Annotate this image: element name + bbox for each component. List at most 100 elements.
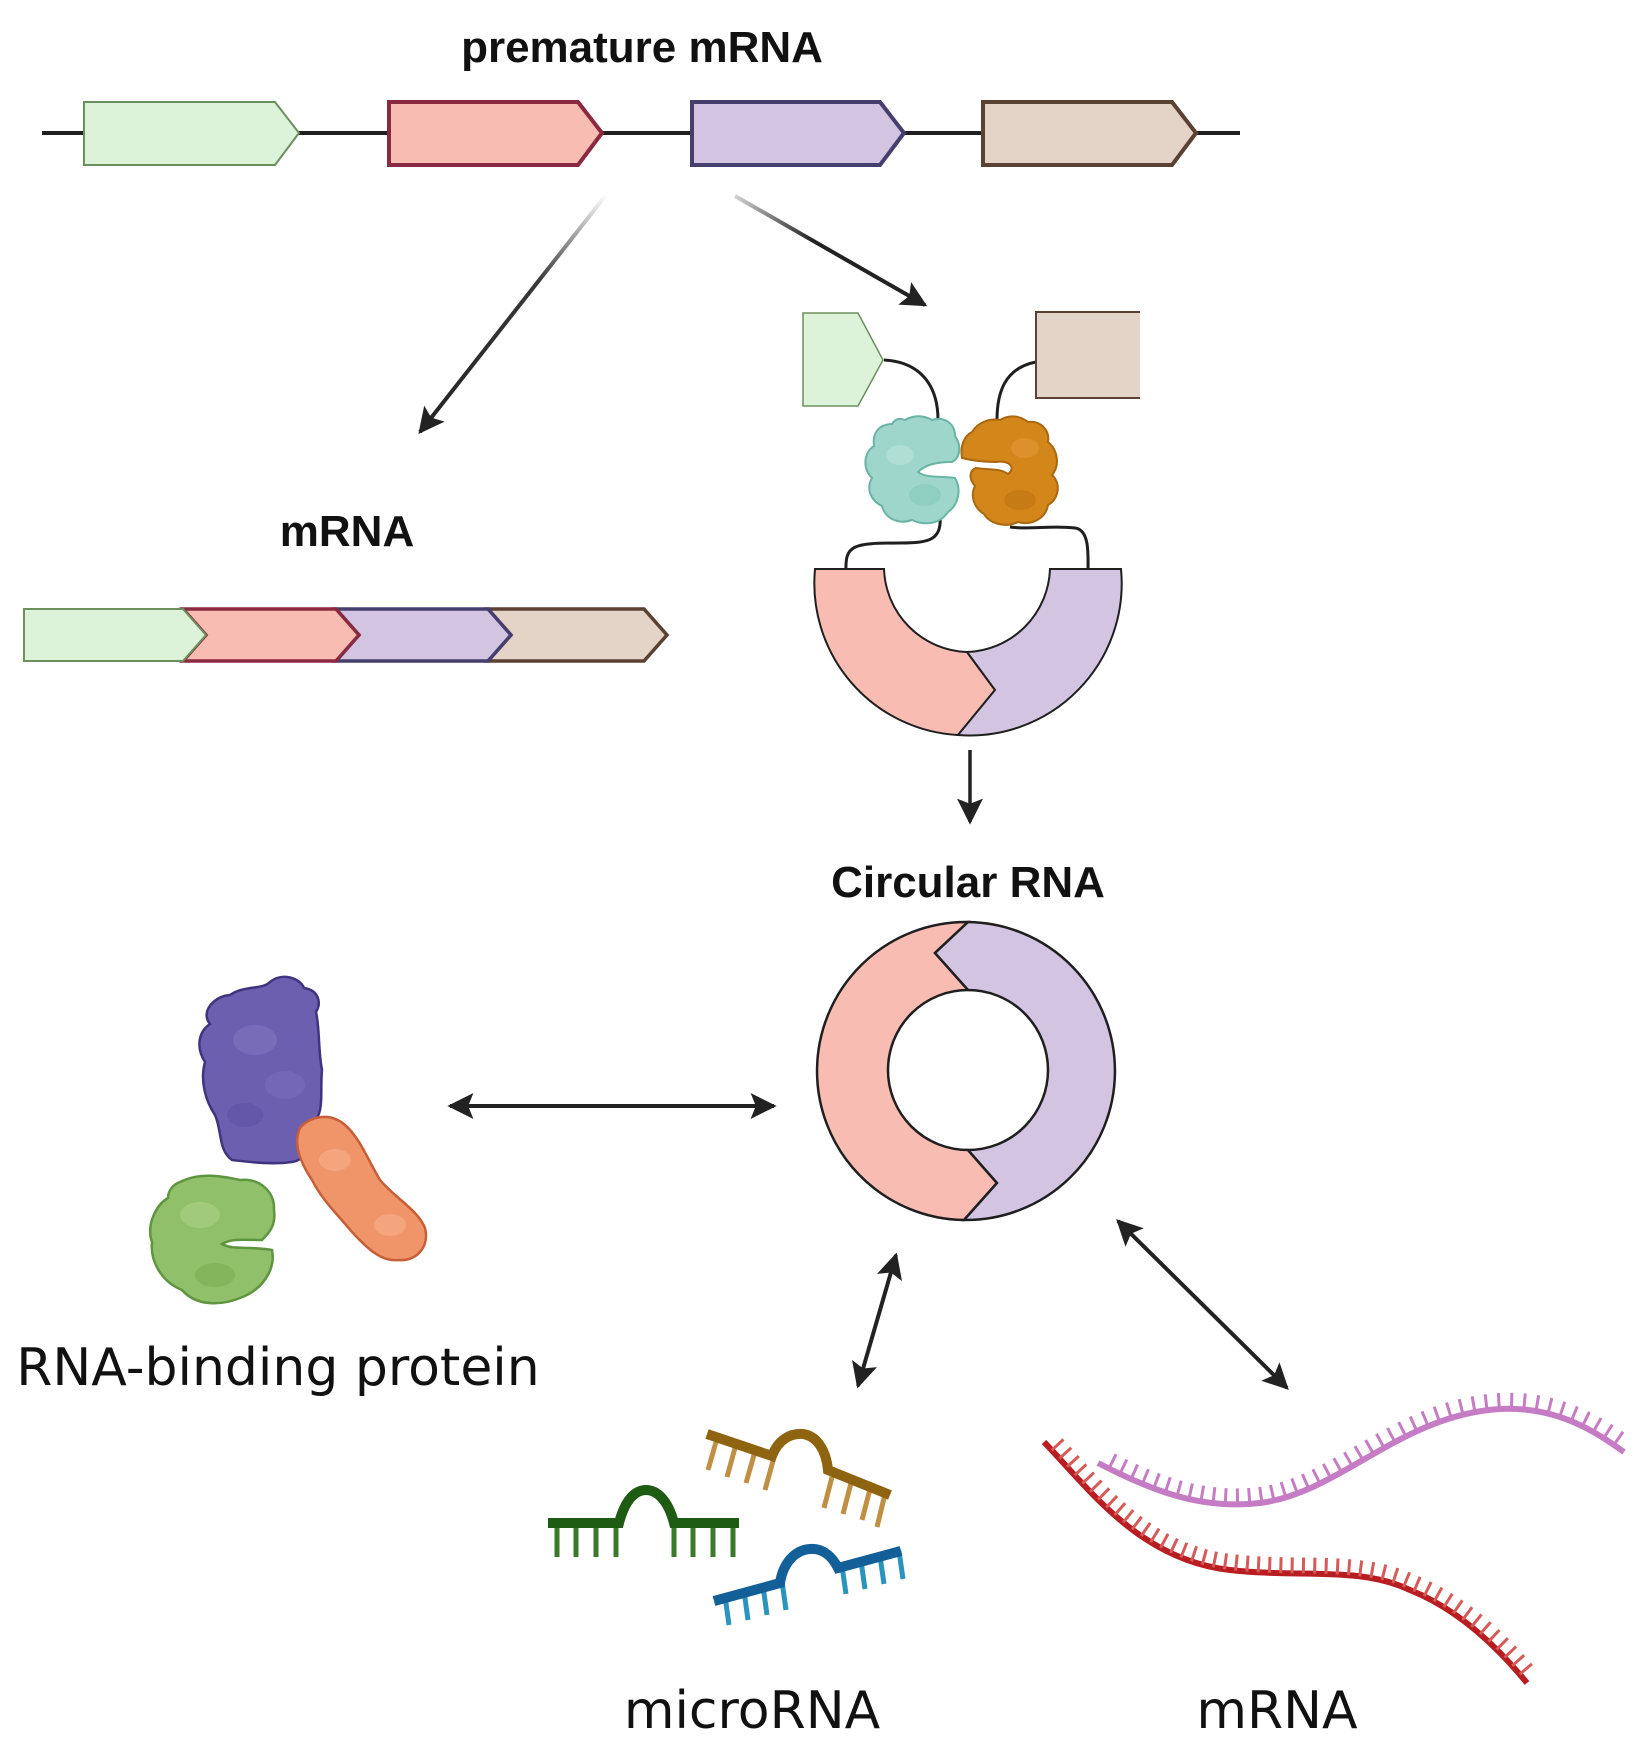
microrna-gold bbox=[705, 1428, 892, 1528]
nucleotide-tick bbox=[1346, 1559, 1352, 1576]
nucleotide-tick bbox=[1380, 1564, 1388, 1581]
splicing-protein-teal bbox=[864, 415, 961, 525]
nucleotide-tick bbox=[1223, 1488, 1228, 1505]
nucleotide-tick bbox=[1050, 1438, 1065, 1452]
mrna-strand-pink bbox=[1096, 1392, 1626, 1508]
nucleotide-tick bbox=[1089, 1479, 1103, 1493]
circular-rna bbox=[815, 920, 1117, 1222]
nucleotide-tick bbox=[1375, 1433, 1386, 1449]
circrna-exon-2 bbox=[815, 920, 999, 1222]
nucleotide-tick bbox=[1470, 1613, 1483, 1628]
exon-3 bbox=[690, 100, 907, 167]
nucleotide-tick bbox=[1332, 1457, 1343, 1473]
nucleotide-tick bbox=[1190, 1545, 1198, 1562]
nucleotide-tick bbox=[1187, 1483, 1194, 1500]
nucleotide-tick bbox=[1612, 1430, 1625, 1446]
microrna-label: microRNA bbox=[624, 1681, 881, 1741]
nucleotide-tick bbox=[1159, 1533, 1170, 1549]
mrna-exon-1 bbox=[23, 608, 208, 662]
nucleotide-tick bbox=[1139, 1522, 1152, 1537]
nucleotide-tick bbox=[1245, 1555, 1250, 1572]
microrna-blue bbox=[712, 1543, 906, 1626]
nucleotide-tick bbox=[1105, 1494, 1119, 1509]
nucleotide-tick bbox=[1343, 1451, 1354, 1467]
splicing-arrow bbox=[418, 193, 608, 435]
nucleotide-tick bbox=[1258, 1486, 1264, 1503]
nucleotide-tick bbox=[1267, 1556, 1272, 1573]
nucleotide-tick bbox=[1402, 1571, 1411, 1588]
nucleotide-tick bbox=[1496, 1392, 1501, 1410]
nucleotide-tick bbox=[1169, 1537, 1179, 1554]
nucleotide-tick bbox=[1140, 1468, 1150, 1485]
nucleotide-tick bbox=[1442, 1592, 1454, 1609]
exon-4 bbox=[981, 100, 1199, 167]
nucleotide-tick bbox=[1511, 1654, 1526, 1667]
exon-3-arc bbox=[956, 568, 1123, 737]
nucleotide-tick bbox=[1311, 1468, 1322, 1485]
nucleotide-tick bbox=[1432, 1406, 1441, 1423]
rna-binding-protein-complex bbox=[149, 975, 428, 1305]
nucleotide-tick bbox=[1495, 1637, 1509, 1651]
nucleotide-tick bbox=[1163, 1476, 1172, 1493]
nucleotide-tick bbox=[1558, 1401, 1567, 1418]
mrna-strand-red bbox=[1041, 1438, 1533, 1685]
nucleotide-tick bbox=[1358, 1560, 1364, 1577]
exon-1-fragment bbox=[802, 312, 884, 407]
nucleotide-tick bbox=[1065, 1455, 1080, 1469]
rbp-green bbox=[149, 1174, 276, 1305]
nucleotide-tick bbox=[1569, 1405, 1579, 1422]
nucleotide-tick bbox=[1522, 1393, 1527, 1410]
nucleotide-tick bbox=[1322, 1463, 1333, 1479]
nucleotide-tick bbox=[1097, 1487, 1111, 1501]
nucleotide-tick bbox=[1534, 1395, 1541, 1412]
nucleotide-tick bbox=[1113, 1502, 1127, 1517]
nucleotide-tick bbox=[1335, 1558, 1340, 1575]
nucleotide-tick bbox=[1452, 1599, 1464, 1615]
nucleotide-tick bbox=[1268, 1484, 1276, 1501]
exon-1 bbox=[83, 101, 301, 166]
nucleotide-tick bbox=[1408, 1415, 1419, 1432]
nucleotide-tick bbox=[1256, 1556, 1261, 1573]
circrna-exon-3 bbox=[933, 920, 1117, 1222]
premature-mrna-title: premature mRNA bbox=[461, 23, 823, 72]
nucleotide-tick bbox=[1211, 1487, 1217, 1504]
nucleotide-tick bbox=[1422, 1581, 1433, 1597]
premature-mrna-gene bbox=[42, 100, 1240, 167]
linker-line bbox=[844, 514, 942, 573]
exon-2-arc bbox=[813, 568, 997, 737]
nucleotide-tick bbox=[1397, 1421, 1408, 1438]
nucleotide-tick bbox=[1432, 1586, 1444, 1603]
nucleotide-tick bbox=[1234, 1554, 1239, 1571]
nucleotide-tick bbox=[1118, 1458, 1129, 1475]
linker-line bbox=[883, 358, 940, 421]
nucleotide-tick bbox=[1518, 1662, 1533, 1676]
nucleotide-tick bbox=[1129, 1463, 1139, 1480]
nucleotide-tick bbox=[1247, 1487, 1252, 1505]
nucleotide-tick bbox=[1369, 1561, 1376, 1579]
nucleotide-tick bbox=[1478, 1621, 1492, 1636]
nucleotide-tick bbox=[1152, 1472, 1161, 1489]
splicing-protein-orange bbox=[960, 415, 1059, 526]
nucleotide-tick bbox=[1324, 1557, 1328, 1574]
mirna-circrna-arrow bbox=[852, 1252, 902, 1389]
circular-rna-title: Circular RNA bbox=[831, 858, 1105, 907]
nucleotide-tick bbox=[1149, 1527, 1161, 1544]
nucleotide-tick bbox=[1445, 1402, 1453, 1419]
nucleotide-tick bbox=[1420, 1410, 1430, 1427]
nucleotide-tick bbox=[1546, 1397, 1554, 1414]
nucleotide-tick bbox=[1211, 1551, 1218, 1568]
mrna-exon-2 bbox=[179, 607, 362, 663]
nucleotide-tick bbox=[1483, 1394, 1489, 1411]
nucleotide-tick bbox=[1457, 1398, 1465, 1416]
rna-binding-protein-label: RNA-binding protein bbox=[16, 1338, 539, 1398]
nucleotide-tick bbox=[1179, 1542, 1189, 1559]
nucleotide-tick bbox=[1503, 1645, 1518, 1659]
back-splicing-arrow bbox=[734, 194, 928, 307]
nucleotide-tick bbox=[1222, 1553, 1229, 1570]
nucleotide-tick bbox=[1602, 1423, 1614, 1440]
nucleotide-tick bbox=[1130, 1515, 1143, 1531]
mrna-circrna-arrow bbox=[1116, 1219, 1289, 1390]
nucleotide-tick bbox=[1487, 1628, 1501, 1643]
back-splicing-complex bbox=[802, 311, 1140, 737]
